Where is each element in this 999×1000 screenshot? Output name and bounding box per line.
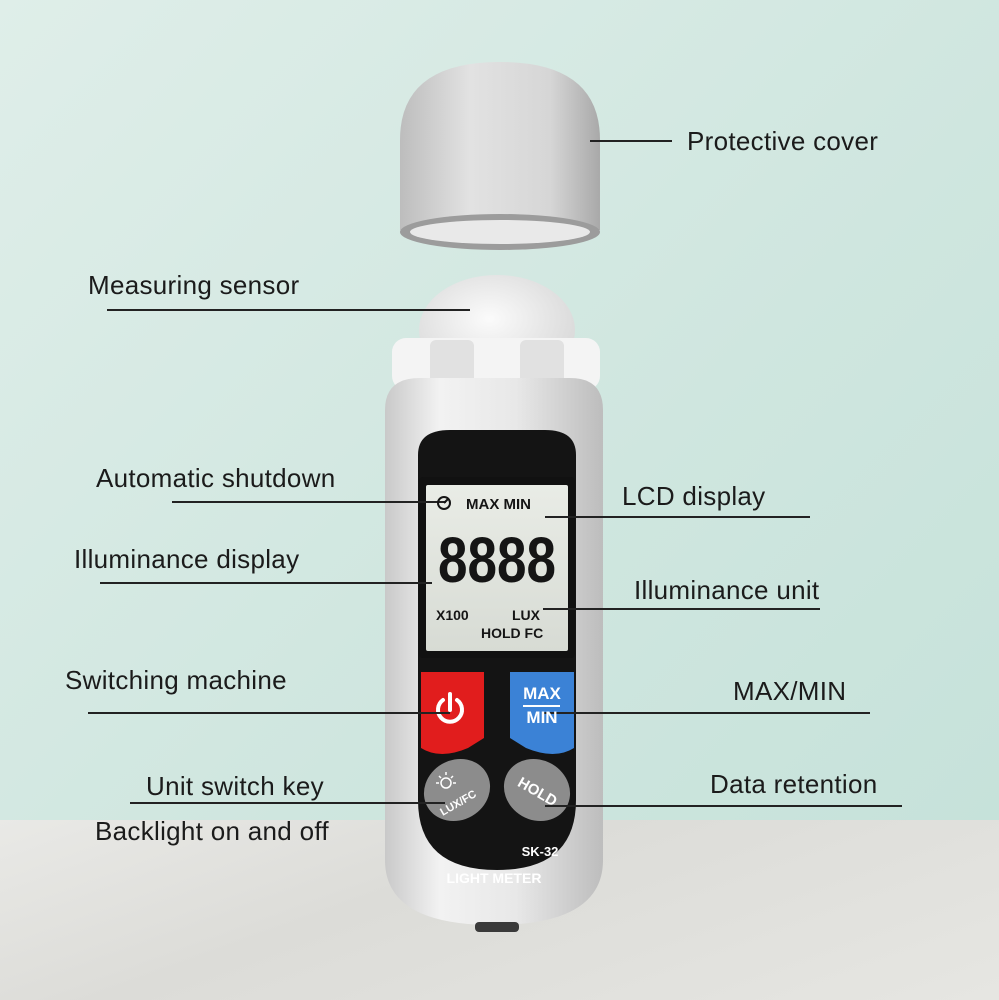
max-min-button[interactable] bbox=[510, 672, 574, 754]
label-unit-switch-key: Unit switch key bbox=[146, 771, 324, 801]
lcd-hold-fc: HOLD FC bbox=[481, 625, 543, 641]
label-illuminance-unit: Illuminance unit bbox=[634, 575, 820, 605]
min-label: MIN bbox=[526, 708, 557, 727]
sun-icon bbox=[436, 772, 456, 789]
lcd-x100: X100 bbox=[436, 607, 469, 623]
label-automatic-shutdown: Automatic shutdown bbox=[96, 463, 336, 493]
device-name-label: LIGHT METER bbox=[447, 870, 542, 886]
lcd-lux: LUX bbox=[512, 607, 541, 623]
label-measuring-sensor: Measuring sensor bbox=[88, 270, 300, 300]
label-lcd-display: LCD display bbox=[622, 481, 766, 511]
lcd-digits: 8888 bbox=[438, 524, 556, 596]
label-switching-machine: Switching machine bbox=[65, 665, 287, 695]
lux-fc-button[interactable] bbox=[413, 747, 502, 833]
model-label: SK-32 bbox=[522, 844, 559, 859]
lux-fc-label: LUX/FC bbox=[438, 788, 478, 818]
max-label: MAX bbox=[523, 684, 561, 703]
protective-cover bbox=[400, 62, 600, 250]
label-data-retention: Data retention bbox=[710, 769, 878, 799]
lcd-timer-icon bbox=[437, 496, 451, 510]
callout-lines bbox=[88, 140, 902, 807]
label-max-min: MAX/MIN bbox=[733, 676, 847, 706]
label-protective-cover: Protective cover bbox=[687, 126, 879, 156]
power-icon bbox=[436, 692, 464, 724]
lcd-max-min: MAX MIN bbox=[466, 496, 531, 513]
measuring-sensor bbox=[392, 275, 600, 390]
label-illuminance-display: Illuminance display bbox=[74, 544, 300, 574]
hold-label: HOLD bbox=[515, 774, 560, 810]
lcd-screen bbox=[419, 477, 575, 658]
power-button[interactable] bbox=[421, 672, 484, 754]
label-backlight: Backlight on and off bbox=[95, 816, 329, 846]
